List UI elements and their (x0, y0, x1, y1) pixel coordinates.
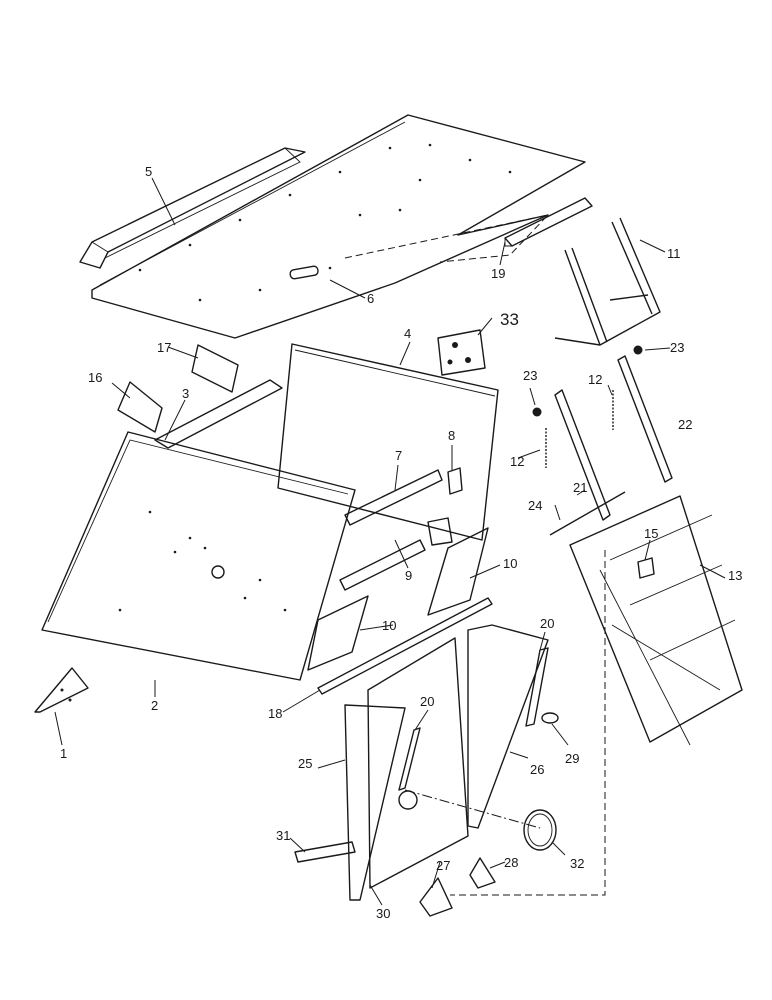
callout-10-left: 10 (382, 618, 396, 633)
callout-15: 15 (644, 526, 658, 541)
callout-31: 31 (276, 828, 290, 843)
part-6-roof-panel (91, 114, 586, 339)
part-29-grommet (541, 712, 559, 724)
callout-1: 1 (60, 746, 67, 761)
part-10-panel-right (427, 527, 489, 616)
part-27-bracket (419, 877, 453, 917)
part-11-frame (554, 217, 661, 346)
callout-20-left: 20 (420, 694, 434, 709)
callout-25: 25 (298, 756, 312, 771)
callout-23-right: 23 (670, 340, 684, 355)
part-8-block (447, 467, 463, 495)
callout-28: 28 (504, 855, 518, 870)
callout-24: 24 (528, 498, 542, 513)
callout-12-left: 12 (510, 454, 524, 469)
callout-19: 19 (491, 266, 505, 281)
part-23-nut (532, 407, 542, 417)
part-10-panel-left (307, 595, 369, 671)
part-17-bracket (191, 344, 239, 393)
callout-23-left: 23 (523, 368, 537, 383)
dashed-reference-line (450, 550, 606, 896)
part-15-latch (637, 557, 655, 579)
dash-dot-axis-line (404, 789, 541, 829)
lower-shelf-bar (339, 539, 426, 591)
callout-32: 32 (570, 856, 584, 871)
part-33-plate (437, 329, 486, 376)
callout-17: 17 (157, 340, 171, 355)
part-16-bracket (117, 381, 163, 433)
callout-7: 7 (395, 448, 402, 463)
part-26-side-frame (467, 624, 549, 829)
part-20-strap-left (398, 727, 421, 791)
part-23-nut-2 (633, 345, 643, 355)
part-21-strut (554, 389, 611, 521)
callout-9: 9 (405, 568, 412, 583)
part-30-plate (367, 637, 469, 889)
callout-33: 33 (500, 310, 519, 329)
part-19-bar (504, 197, 593, 247)
part-32-ring (523, 809, 557, 851)
callout-18: 18 (268, 706, 282, 721)
callout-21: 21 (573, 480, 587, 495)
callout-20-right: 20 (540, 616, 554, 631)
part-1-gusset (34, 667, 89, 713)
part-31-bar (294, 841, 356, 863)
callout-12-right: 12 (588, 372, 602, 387)
callout-5: 5 (145, 164, 152, 179)
callout-3: 3 (182, 386, 189, 401)
callout-2: 2 (151, 698, 158, 713)
part-24-rod (549, 491, 626, 536)
callout-26: 26 (530, 762, 544, 777)
part-13-ladder-frame (569, 495, 743, 746)
callout-8: 8 (448, 428, 455, 443)
callout-labels: 1 2 3 4 5 6 7 8 9 10 10 11 12 12 13 15 1… (60, 164, 742, 921)
callout-27: 27 (436, 858, 450, 873)
part-2-side-panel (41, 431, 356, 681)
callout-13: 13 (728, 568, 742, 583)
callout-4: 4 (404, 326, 411, 341)
part-18-flat-bar (317, 597, 493, 695)
part-7-bar (344, 469, 443, 526)
leader-lines (54, 177, 726, 906)
callout-16: 16 (88, 370, 102, 385)
callout-6: 6 (367, 291, 374, 306)
part-9-square-plate (427, 517, 453, 546)
part-5-trim-strip (79, 147, 306, 269)
callout-29: 29 (565, 751, 579, 766)
part-22-strut (617, 355, 673, 483)
part-28-bracket (469, 857, 496, 889)
callout-11: 11 (667, 246, 681, 261)
part-25-side-frame (344, 704, 406, 901)
part-4-back-panel (277, 343, 499, 541)
callout-30: 30 (376, 906, 390, 921)
part-3-rail (154, 379, 283, 449)
callout-10-right: 10 (503, 556, 517, 571)
callout-22: 22 (678, 417, 692, 432)
